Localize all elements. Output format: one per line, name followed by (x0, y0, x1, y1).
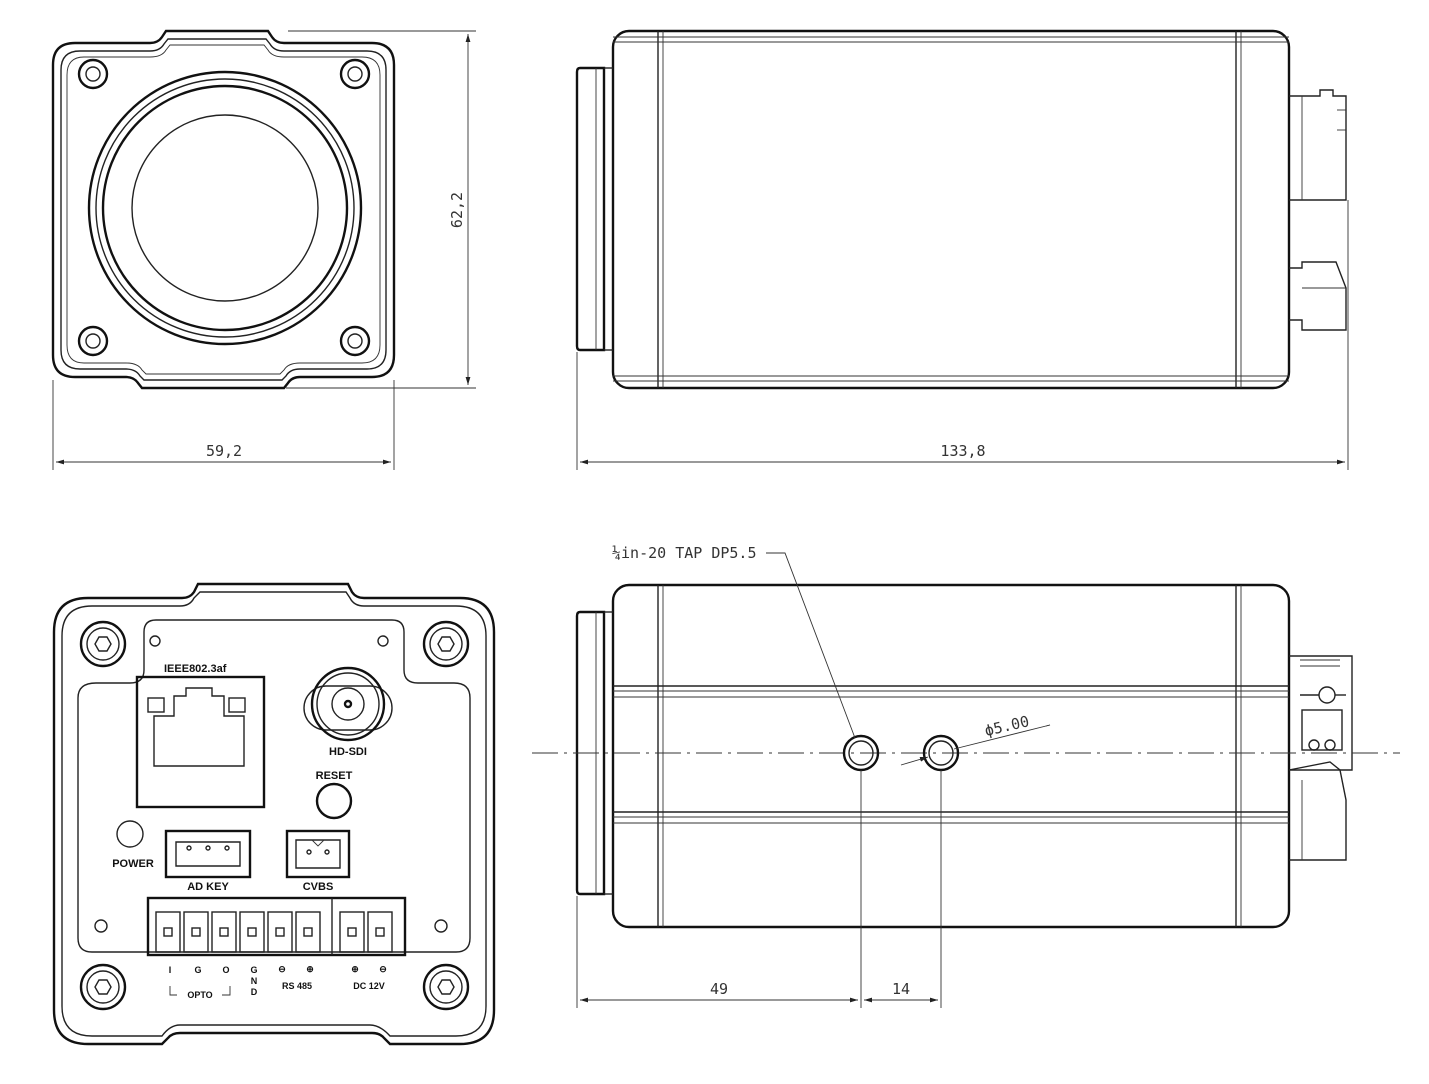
front-width-dimension: 59,2 (206, 442, 242, 460)
ieee-label: IEEE802.3af (164, 663, 227, 675)
reset-button (315, 782, 353, 820)
opto-label: OPTO (187, 990, 212, 1000)
rear-screw-holes (79, 620, 470, 1011)
cvbs-connector (285, 829, 351, 879)
tap-note: ¼in-20 TAP DP5.5 (612, 544, 757, 562)
bnc-connector (303, 666, 393, 742)
ad-key-connector (164, 829, 252, 879)
ad-key-label: AD KEY (187, 881, 229, 893)
pin-dc-plus-label: ⊕ (351, 964, 359, 974)
pin-rs485-plus-label: ⊕ (306, 964, 314, 974)
side-view-bottom: ¼in-20 TAP DP5.5 ϕ5.00 49 14 (532, 544, 1400, 1008)
opto-bracket (169, 986, 231, 996)
terminal-block (146, 896, 407, 957)
pin-dc-minus-label: ⊖ (379, 964, 387, 974)
cvbs-label: CVBS (303, 881, 334, 893)
pin-g-label: G (194, 965, 201, 975)
front-screw-holes (77, 58, 371, 357)
power-led (116, 820, 144, 848)
front-view: 59,2 62,2 (51, 29, 476, 470)
hole-spacing-dimension: 14 (892, 980, 910, 998)
ethernet-port (135, 675, 266, 809)
pin-gnd-d-label: D (251, 987, 258, 997)
pin-o-label: O (222, 965, 229, 975)
side-length-dimension: 133,8 (940, 442, 985, 460)
side-view-top: 133,8 (575, 29, 1349, 470)
rs485-label: RS 485 (282, 981, 312, 991)
dc-12v-label: DC 12V (353, 981, 385, 991)
pin-rs485-minus-label: ⊖ (278, 964, 286, 974)
pin-gnd-g-label: G (250, 965, 257, 975)
pin-gnd-n-label: N (251, 976, 258, 986)
rear-view: IEEE802.3af HD-SDI RESET POWER AD KEY CV… (52, 582, 496, 1046)
pin-i-label: I (169, 965, 172, 975)
power-label: POWER (112, 858, 154, 870)
hdsdi-label: HD-SDI (329, 746, 367, 758)
front-height-dimension: 62,2 (448, 192, 466, 228)
reset-label: RESET (316, 770, 353, 782)
hole-offset-dimension: 49 (710, 980, 728, 998)
